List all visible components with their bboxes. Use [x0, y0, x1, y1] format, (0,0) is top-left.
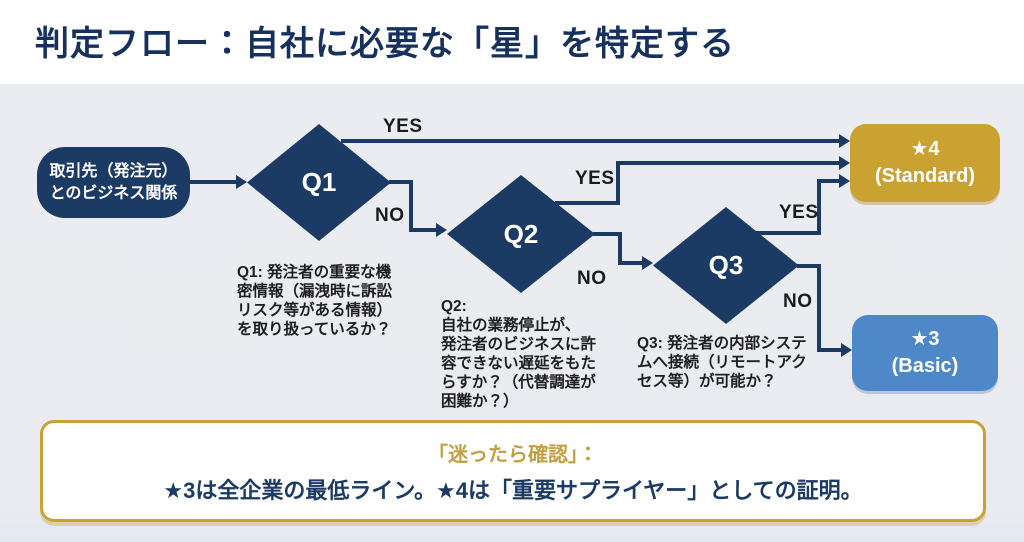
header: 判定フロー：自社に必要な「星」を特定する: [0, 0, 1024, 84]
note-body: ★3は全企業の最低ライン。★4は「重要サプライヤー」としての証明。: [163, 477, 863, 503]
q1-no-label: NO: [375, 205, 405, 226]
star3-title: ★3: [910, 328, 940, 350]
start-node-label: 取引先（発注元） とのビジネス関係: [49, 162, 178, 202]
connector-q2-no-seg2: [618, 232, 622, 265]
q1-yes-label: YES: [383, 116, 423, 137]
arrowhead-q3-no: [841, 343, 852, 357]
connector-q1-yes: [341, 139, 839, 143]
connector-q2-yes-seg2: [616, 161, 620, 205]
outcome-star3-basic: ★3 (Basic): [852, 315, 998, 391]
note-box: 「迷ったら確認」： ★3は全企業の最低ライン。★4は「重要サプライヤー」としての…: [40, 420, 986, 522]
q3-no-label: NO: [783, 291, 813, 312]
arrowhead-q1-yes: [839, 134, 850, 148]
outcome-star4-standard: ★4 (Standard): [850, 124, 1000, 202]
connector-q3-no-seg2: [817, 264, 821, 352]
connector-q2-yes-seg1: [555, 201, 620, 205]
arrowhead-q2-no: [642, 256, 653, 270]
connector-q3-no-seg3: [817, 348, 841, 352]
arrowhead-start-q1: [236, 175, 247, 189]
q3-yes-label: YES: [779, 202, 819, 223]
connector-q2-no-seg1: [593, 232, 622, 236]
connector-q3-yes-seg2: [817, 179, 821, 235]
arrowhead-q1-no: [436, 223, 447, 237]
star3-subtitle: (Basic): [891, 355, 959, 377]
connector-q3-no-seg1: [797, 264, 821, 268]
q1-label: Q1: [301, 167, 337, 197]
q2-question-text: Q2: 自社の業務停止が、 発注者のビジネスに許 容できない遅延をもた らすか？…: [441, 298, 597, 410]
arrowhead-q3-yes: [839, 174, 850, 188]
q3-question-text: Q3: 発注者の内部システ ムへ接続（リモートアク セス等）が可能か？: [637, 335, 807, 390]
connector-q1-no-seg1: [389, 180, 413, 184]
connector-start-q1: [190, 180, 236, 184]
note-heading: 「迷ったら確認」：: [428, 443, 598, 466]
q2-label: Q2: [503, 218, 539, 249]
q2-no-label: NO: [577, 268, 607, 289]
q3-label: Q3: [708, 250, 744, 280]
star4-subtitle: (Standard): [875, 165, 975, 187]
connector-q3-yes-seg3: [817, 179, 839, 183]
connector-q1-no-seg3: [409, 228, 436, 232]
connector-q3-yes-seg1: [755, 231, 821, 235]
start-node: 取引先（発注元） とのビジネス関係: [37, 147, 190, 218]
page-title: 判定フロー：自社に必要な「星」を特定する: [35, 25, 735, 63]
q1-question-text: Q1: 発注者の重要な機 密情報（漏洩時に訴訟 リスク等がある情報） を取り扱っ…: [237, 264, 393, 338]
q2-yes-label: YES: [575, 168, 615, 189]
star4-title: ★4: [910, 138, 940, 160]
connector-q1-no-seg2: [409, 180, 413, 232]
connector-q2-yes-seg3: [616, 161, 839, 165]
connector-q2-no-seg3: [618, 261, 642, 265]
arrowhead-q2-yes: [839, 156, 850, 170]
